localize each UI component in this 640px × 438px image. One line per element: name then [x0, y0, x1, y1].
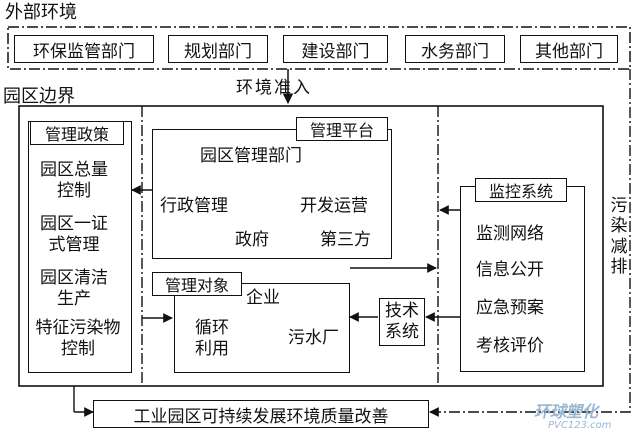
dept-box-3: 建设部门 — [283, 35, 388, 63]
management-policy-title: 管理政策 — [44, 125, 109, 144]
platform-right: 开发运营 — [300, 196, 368, 216]
watermark-sub: PVC123.com — [548, 420, 612, 431]
pollution-reduction-label: 污染减排 — [610, 196, 628, 278]
management-platform-title-box: 管理平台 — [296, 117, 388, 141]
dept-box-2: 规划部门 — [168, 35, 268, 63]
monitoring-item-4: 考核评价 — [476, 336, 544, 356]
platform-left: 行政管理 — [160, 196, 228, 216]
platform-bottom-right: 第三方 — [320, 230, 371, 250]
monitoring-title-box: 监控系统 — [475, 178, 567, 202]
management-policy-box — [28, 121, 132, 373]
dept-box-1: 环保监管部门 — [14, 35, 154, 63]
dept-label-3: 建设部门 — [301, 41, 370, 62]
external-title: 外部环境 — [5, 2, 77, 23]
tech-system-label: 技术系统 — [385, 300, 419, 342]
management-policy-title-box: 管理政策 — [30, 121, 124, 145]
object-recycle: 循环利用 — [195, 318, 229, 360]
watermark-main: 环球塑化 — [534, 402, 599, 421]
environment-access-label: 环境准入 — [236, 78, 312, 98]
management-platform-box — [152, 129, 392, 259]
policy-item-3: 园区清洁生产 — [40, 268, 108, 310]
dept-box-5: 其他部门 — [520, 35, 618, 63]
policy-item-1: 园区总量控制 — [40, 160, 108, 202]
monitoring-item-3: 应急预案 — [476, 298, 544, 318]
external-frame — [7, 26, 631, 70]
tech-system-box: 技术系统 — [379, 298, 425, 346]
object-wwtp: 污水厂 — [288, 328, 339, 348]
policy-item-2: 园区一证式管理 — [40, 214, 108, 256]
platform-top: 园区管理部门 — [200, 146, 302, 166]
park-boundary-frame — [18, 105, 604, 387]
dept-box-4: 水务部门 — [405, 35, 505, 63]
bottom-goal-label: 工业园区可持续发展环境质量改善 — [133, 406, 389, 427]
policy-item-4: 特征污染物控制 — [35, 318, 121, 360]
monitoring-title: 监控系统 — [488, 182, 553, 201]
monitoring-item-2: 信息公开 — [476, 260, 544, 280]
management-object-title: 管理对象 — [164, 276, 229, 295]
dept-label-2: 规划部门 — [184, 41, 252, 62]
pollution-reduction-path — [429, 69, 631, 417]
bottom-goal-box: 工业园区可持续发展环境质量改善 — [93, 400, 429, 428]
management-object-box — [174, 283, 350, 373]
monitoring-box — [460, 186, 585, 372]
management-object-title-box: 管理对象 — [152, 272, 242, 296]
dept-label-5: 其他部门 — [535, 41, 603, 62]
monitoring-item-1: 监测网络 — [476, 224, 544, 244]
object-enterprise: 企业 — [246, 288, 280, 308]
park-boundary-label: 园区边界 — [3, 86, 75, 107]
dept-label-4: 水务部门 — [421, 41, 489, 62]
dept-label-1: 环保监管部门 — [33, 41, 135, 62]
management-platform-title: 管理平台 — [309, 121, 374, 140]
platform-bottom-left: 政府 — [235, 230, 269, 250]
